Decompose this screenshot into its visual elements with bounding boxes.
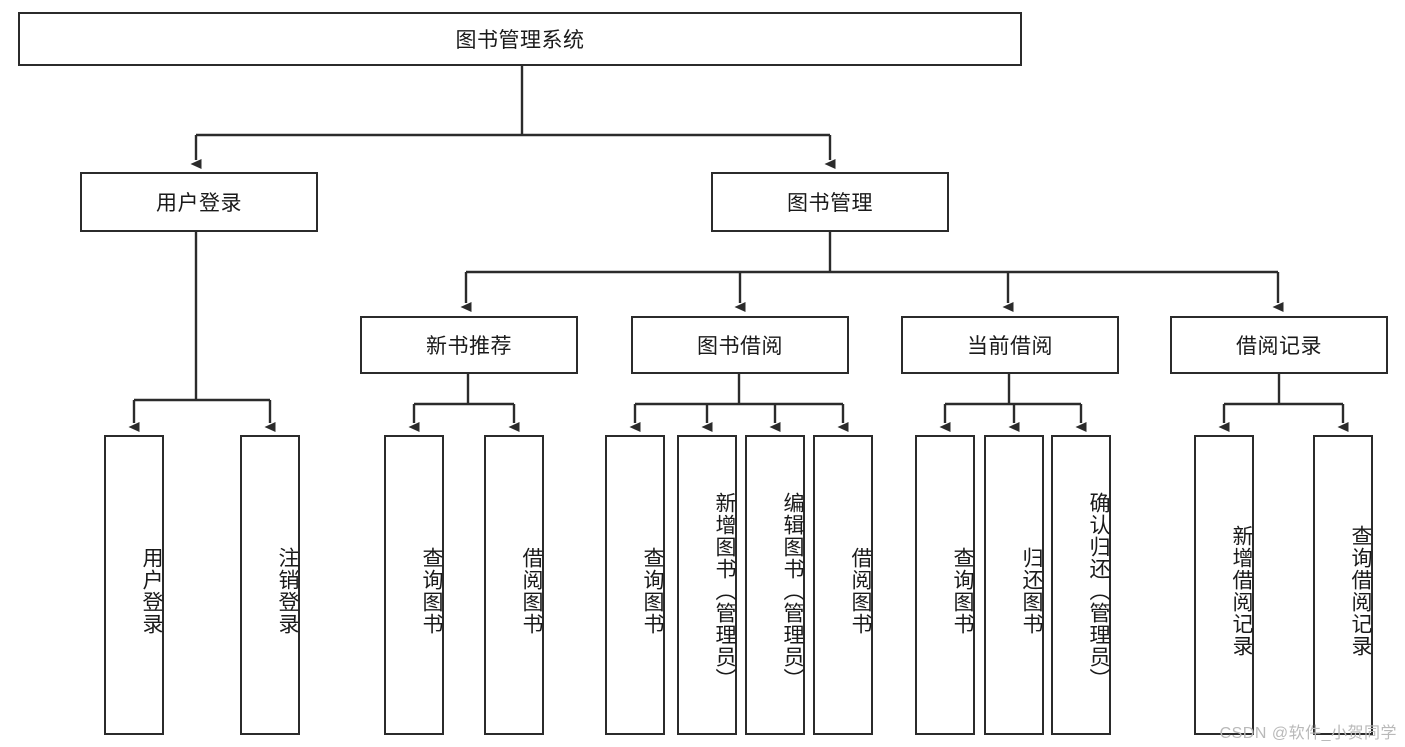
node-leaf-borrow-book-recommend[interactable]: 借阅图书 (484, 435, 544, 735)
node-current-borrow-label: 当前借阅 (967, 335, 1053, 358)
node-leaf-add-borrow-record[interactable]: 新增借阅记录 (1194, 435, 1254, 735)
node-root-system-label: 图书管理系统 (455, 29, 585, 52)
node-leaf-confirm-return-admin[interactable]: 确认归还（管理员） (1051, 435, 1111, 735)
node-leaf-return-book-label: 归还图书 (1020, 547, 1043, 635)
node-leaf-add-borrow-record-label: 新增借阅记录 (1230, 525, 1253, 657)
node-leaf-query-book-borrow[interactable]: 查询图书 (605, 435, 665, 735)
node-leaf-query-book-borrow-label: 查询图书 (641, 547, 664, 635)
node-leaf-borrow-book-label: 借阅图书 (849, 547, 872, 635)
node-leaf-query-borrow-record[interactable]: 查询借阅记录 (1313, 435, 1373, 735)
node-user-login-label: 用户登录 (156, 192, 242, 215)
node-leaf-query-book-current-label: 查询图书 (951, 547, 974, 635)
node-leaf-return-book[interactable]: 归还图书 (984, 435, 1044, 735)
node-leaf-query-borrow-record-label: 查询借阅记录 (1349, 525, 1372, 657)
node-new-book-recommend[interactable]: 新书推荐 (360, 316, 578, 374)
node-leaf-logout[interactable]: 注销登录 (240, 435, 300, 735)
node-leaf-user-login-label: 用户登录 (140, 547, 163, 635)
node-root-system[interactable]: 图书管理系统 (18, 12, 1022, 66)
node-leaf-edit-book-admin[interactable]: 编辑图书（管理员） (745, 435, 805, 735)
node-book-borrow-label: 图书借阅 (697, 335, 783, 358)
node-leaf-confirm-return-admin-label: 确认归还（管理员） (1087, 492, 1110, 690)
node-new-book-recommend-label: 新书推荐 (426, 335, 512, 358)
csdn-watermark: CSDN @软件_小贺同学 (1219, 725, 1397, 742)
node-leaf-edit-book-admin-label: 编辑图书（管理员） (781, 492, 804, 690)
node-book-manage-label: 图书管理 (787, 192, 873, 215)
node-current-borrow[interactable]: 当前借阅 (901, 316, 1119, 374)
node-book-manage[interactable]: 图书管理 (711, 172, 949, 232)
node-leaf-user-login[interactable]: 用户登录 (104, 435, 164, 735)
node-borrow-record-label: 借阅记录 (1236, 335, 1322, 358)
node-leaf-logout-label: 注销登录 (276, 547, 299, 635)
node-book-borrow[interactable]: 图书借阅 (631, 316, 849, 374)
node-user-login[interactable]: 用户登录 (80, 172, 318, 232)
node-leaf-add-book-admin[interactable]: 新增图书（管理员） (677, 435, 737, 735)
node-leaf-query-book-recommend[interactable]: 查询图书 (384, 435, 444, 735)
node-leaf-query-book-recommend-label: 查询图书 (420, 547, 443, 635)
node-leaf-borrow-book[interactable]: 借阅图书 (813, 435, 873, 735)
node-leaf-add-book-admin-label: 新增图书（管理员） (713, 492, 736, 690)
node-leaf-query-book-current[interactable]: 查询图书 (915, 435, 975, 735)
node-borrow-record[interactable]: 借阅记录 (1170, 316, 1388, 374)
node-leaf-borrow-book-recommend-label: 借阅图书 (520, 547, 543, 635)
